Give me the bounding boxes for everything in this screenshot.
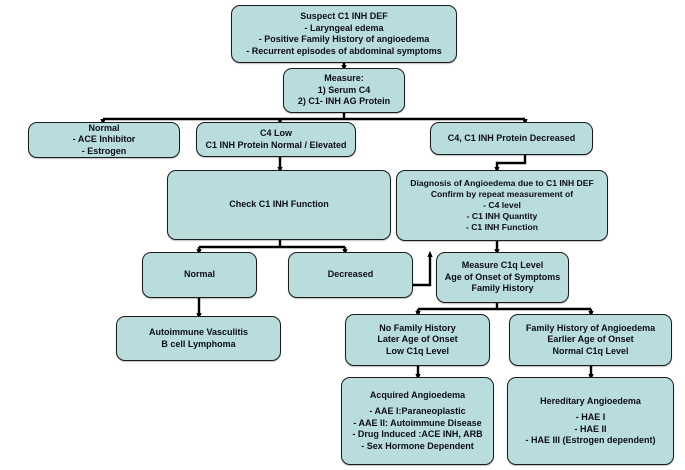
node-no-family-line-0: No Family History bbox=[379, 322, 456, 333]
node-measure-line-1: 1) Serum C4 bbox=[317, 84, 371, 95]
node-function-decreased[interactable]: Decreased bbox=[288, 252, 413, 298]
node-measure-c1q-line-2: Family History bbox=[471, 283, 534, 294]
node-acquired-line-2: - AAE II: Autoimmune Disease bbox=[353, 417, 482, 428]
node-no-family-history[interactable]: No Family History Later Age of Onset Low… bbox=[345, 314, 490, 366]
node-measure[interactable]: Measure: 1) Serum C4 2) C1- INH AG Prote… bbox=[283, 68, 405, 113]
node-diagnosis-line-4: - C1 INH Function bbox=[465, 222, 539, 232]
node-suspect-c1-inh-def[interactable]: Suspect C1 INH DEF - Laryngeal edema - P… bbox=[231, 5, 457, 63]
node-measure-c1q-line-1: Age of Onset of Symptoms bbox=[444, 271, 561, 282]
node-diagnosis-line-2: - C4 level bbox=[483, 200, 521, 210]
node-measure-line-2: 2) C1- INH AG Protein bbox=[297, 96, 391, 107]
node-fn-normal-line-0: Normal bbox=[183, 269, 215, 280]
node-autoimmune-line-0: Autoimmune Vasculitis bbox=[148, 327, 249, 337]
node-check-c1-inh-function[interactable]: Check C1 INH Function bbox=[167, 170, 391, 240]
node-diagnosis-angioedema[interactable]: Diagnosis of Angioedema due to C1 INH DE… bbox=[396, 170, 608, 241]
node-suspect-line-3: - Recurrent episodes of abdominal sympto… bbox=[246, 45, 442, 56]
node-family-line-0: Family History of Angioedema bbox=[525, 322, 656, 333]
node-hereditary-line-2: - HAE II bbox=[574, 423, 607, 434]
node-family-history-angioedema[interactable]: Family History of Angioedema Earlier Age… bbox=[509, 314, 672, 366]
node-acquired-line-1: - AAE I:Paraneoplastic bbox=[369, 406, 466, 417]
node-c4-low-line-1: C1 INH Protein Normal / Elevated bbox=[205, 139, 347, 150]
node-acquired-line-4: - Sex Hormone Dependent bbox=[361, 440, 474, 451]
node-family-line-2: Normal C1q Level bbox=[552, 345, 629, 356]
node-family-line-1: Earlier Age of Onset bbox=[547, 334, 634, 345]
node-suspect-line-0: Suspect C1 INH DEF bbox=[300, 11, 388, 21]
node-diagnosis-line-1: Confirm by repeat measurement of bbox=[430, 189, 574, 199]
node-c4-decreased-line-0: C4, C1 INH Protein Decreased bbox=[447, 132, 576, 143]
node-normal-ace-line-1: - ACE Inhibitor bbox=[72, 134, 136, 145]
node-normal-ace-estrogen[interactable]: Normal - ACE Inhibitor - Estrogen bbox=[28, 122, 180, 158]
node-autoimmune-line-1: B cell Lymphoma bbox=[161, 338, 236, 349]
node-function-normal[interactable]: Normal bbox=[142, 252, 257, 298]
node-measure-c1q-line-0: Measure C1q Level bbox=[461, 260, 544, 271]
node-diagnosis-line-3: - C1 INH Quantity bbox=[466, 211, 538, 221]
node-autoimmune-vasculitis[interactable]: Autoimmune Vasculitis B cell Lymphoma bbox=[116, 316, 281, 361]
node-normal-ace-line-0: Normal bbox=[88, 122, 120, 133]
node-acquired-line-3: - Drug Induced :ACE INH, ARB bbox=[352, 429, 483, 440]
node-hereditary-line-1: - HAE I bbox=[575, 412, 606, 422]
node-hereditary-line-3: - HAE III (Estrogen dependent) bbox=[525, 435, 656, 445]
node-check-function-line-0: Check C1 INH Function bbox=[229, 199, 329, 210]
node-c4-c1-inh-decreased[interactable]: C4, C1 INH Protein Decreased bbox=[430, 122, 593, 155]
node-c4-low[interactable]: C4 Low C1 INH Protein Normal / Elevated bbox=[196, 122, 356, 157]
node-normal-ace-line-2: - Estrogen bbox=[81, 145, 127, 156]
node-measure-c1q-level[interactable]: Measure C1q Level Age of Onset of Sympto… bbox=[436, 252, 569, 303]
node-suspect-line-2: - Positive Family History of angioedema bbox=[258, 34, 430, 44]
node-acquired-line-0: Acquired Angioedema bbox=[369, 389, 466, 400]
edge-c4dec-diagnosis bbox=[494, 155, 527, 174]
node-diagnosis-line-0: Diagnosis of Angioedema due to C1 INH DE… bbox=[410, 178, 594, 188]
node-no-family-line-1: Later Age of Onset bbox=[377, 334, 458, 345]
node-acquired-angioedema[interactable]: Acquired Angioedema - AAE I:Paraneoplast… bbox=[341, 377, 494, 465]
node-c4-low-line-0: C4 Low bbox=[259, 128, 292, 138]
node-no-family-line-2: Low C1q Level bbox=[385, 345, 449, 356]
node-fn-decreased-line-0: Decreased bbox=[327, 269, 374, 280]
node-suspect-line-1: - Laryngeal edema bbox=[304, 22, 384, 33]
node-measure-line-0: Measure: bbox=[324, 73, 364, 84]
node-hereditary-line-0: Hereditary Angioedema bbox=[540, 395, 641, 406]
edge-decreased-c1q bbox=[413, 250, 433, 287]
node-hereditary-angioedema[interactable]: Hereditary Angioedema - HAE I - HAE II -… bbox=[507, 377, 674, 465]
